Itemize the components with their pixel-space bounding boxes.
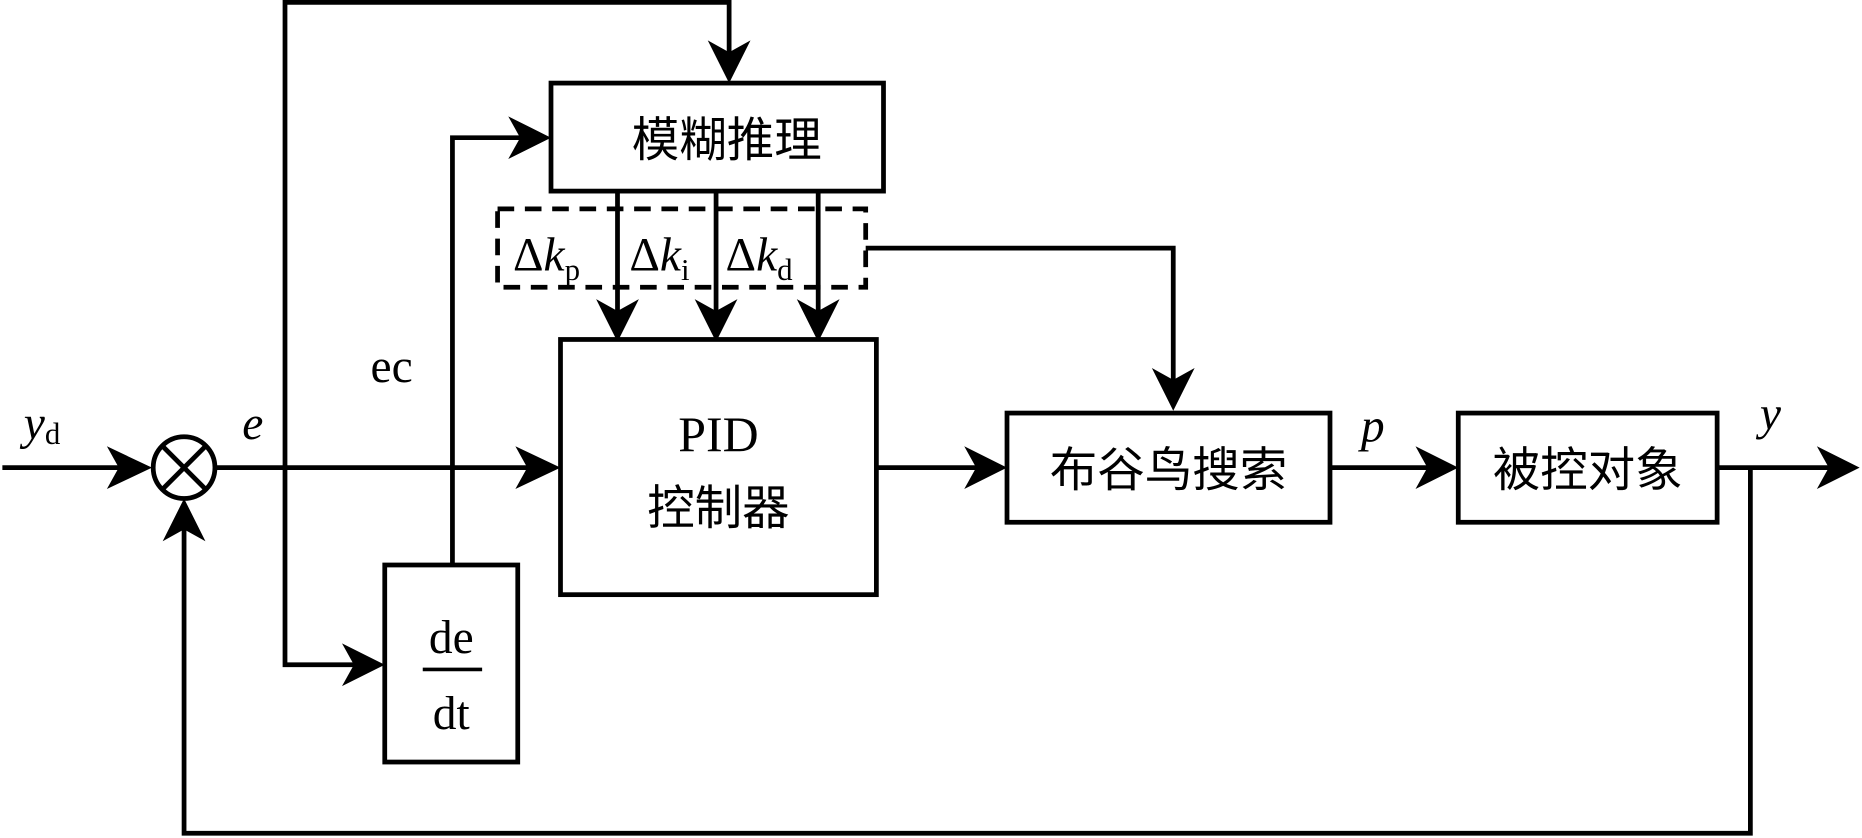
- fuzzy-inference-label: 模糊推理: [632, 114, 822, 169]
- error-to-derivative-line: [282, 467, 363, 668]
- error-to-fuzzy-line: [282, 0, 732, 468]
- cuckoo-input-arrowhead: [964, 446, 1007, 490]
- summing-junction: [150, 434, 218, 501]
- gain-adjustment-group: [495, 206, 869, 290]
- plant-label: 被控对象: [1493, 444, 1683, 499]
- cuckoo-search-label: 布谷鸟搜索: [1050, 444, 1287, 499]
- fuzzy-left-arrowhead: [508, 116, 551, 160]
- ki-arrowhead: [694, 299, 738, 342]
- delta-kd-label: Δkd: [726, 230, 794, 287]
- fuzzy-inference-block: [548, 80, 886, 194]
- cuckoo-output-label: p: [1358, 401, 1385, 453]
- input-signal-label: yd: [20, 398, 61, 451]
- pid-input-arrowhead: [515, 446, 561, 490]
- plant-input-arrowhead: [1415, 446, 1459, 490]
- derivative-block: [382, 562, 521, 765]
- input-arrowhead: [106, 446, 152, 490]
- error-change-label: ec: [371, 341, 413, 393]
- derivative-denominator: dt: [433, 688, 470, 740]
- pid-controller-block: [558, 337, 879, 598]
- params-to-cuckoo-line: [865, 245, 1176, 387]
- delta-ki-label: Δki: [629, 230, 689, 287]
- fuzzy-top-arrowhead: [707, 40, 751, 84]
- delta-kp-label: Δkp: [513, 230, 580, 287]
- error-signal-label: e: [242, 398, 263, 450]
- ec-line: [450, 135, 530, 565]
- pid-label-line1: PID: [678, 407, 758, 462]
- plant-block: [1455, 410, 1720, 525]
- feedback-line: [181, 467, 1753, 836]
- cuckoo-top-arrowhead: [1151, 367, 1195, 411]
- derivative-numerator: de: [429, 612, 474, 664]
- derivative-arrowhead: [342, 643, 385, 687]
- pid-label-line2: 控制器: [647, 482, 789, 537]
- kd-arrowhead: [796, 299, 840, 342]
- feedback-arrowhead: [162, 498, 206, 542]
- output-signal-label: y: [1756, 389, 1782, 441]
- cuckoo-search-block: [1004, 410, 1333, 525]
- output-arrowhead: [1816, 446, 1860, 490]
- kp-arrowhead: [596, 299, 639, 342]
